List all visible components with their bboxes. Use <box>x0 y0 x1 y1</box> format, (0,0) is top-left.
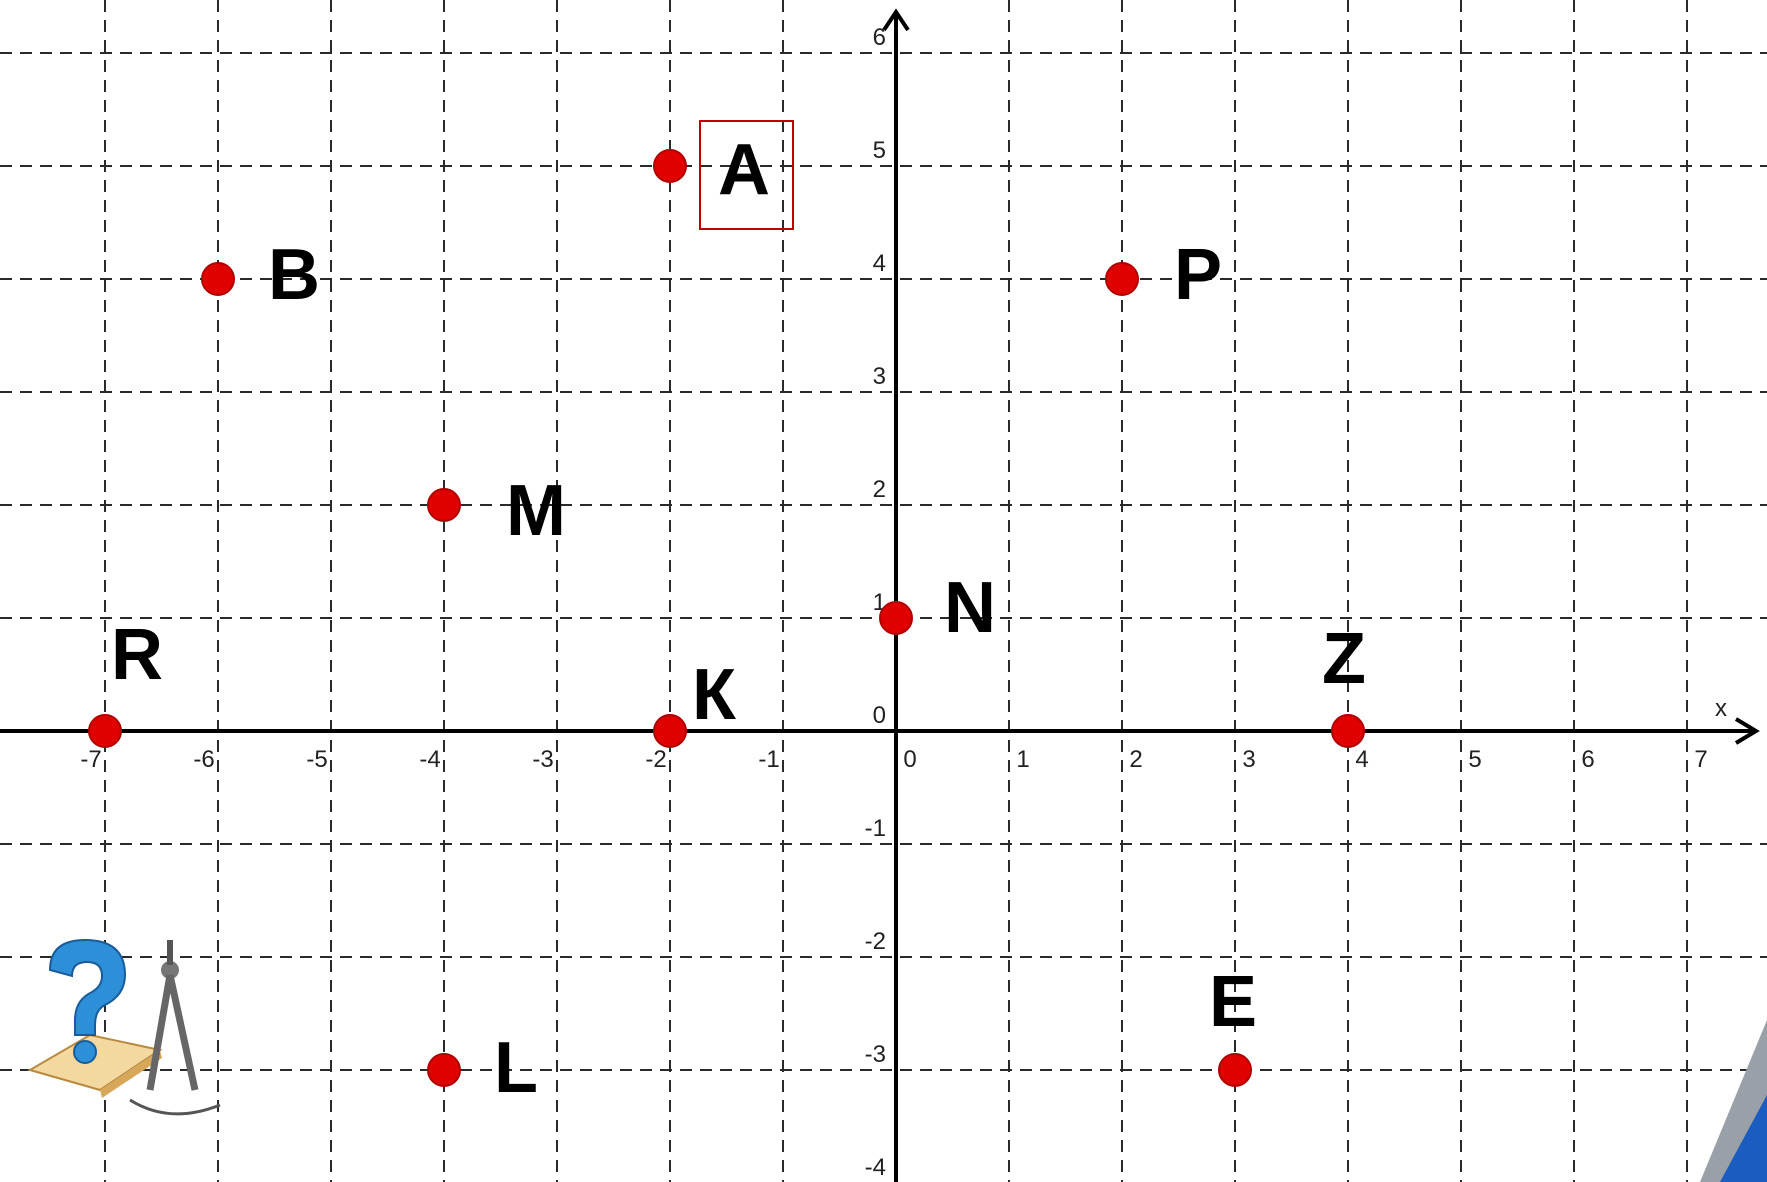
point-z <box>1331 714 1365 748</box>
selection-box <box>699 120 794 230</box>
point-label: P <box>1174 235 1222 315</box>
x-tick-label: 7 <box>1694 746 1707 773</box>
x-tick-label: 6 <box>1581 746 1594 773</box>
x-tick-label: -1 <box>758 746 779 773</box>
axes: x <box>0 8 1760 1182</box>
point-n <box>879 601 913 635</box>
point-label: A <box>718 130 770 210</box>
point-label: B <box>268 235 320 315</box>
x-axis-label: x <box>1715 695 1727 722</box>
point-label: Z <box>1322 619 1366 699</box>
x-tick-label: 2 <box>1129 746 1142 773</box>
point-p <box>1105 262 1139 296</box>
y-tick-label: -1 <box>865 815 886 842</box>
x-tick-label: 5 <box>1468 746 1481 773</box>
x-axis-arrow <box>1734 717 1760 745</box>
x-tick-label: -6 <box>193 746 214 773</box>
corner-decoration <box>1700 1020 1767 1182</box>
point-label: К <box>692 655 737 735</box>
x-tick-label: 3 <box>1242 746 1255 773</box>
y-axis-arrow <box>882 8 910 32</box>
points: A B P M N R К Z L E <box>88 120 1366 1108</box>
x-tick-label: -5 <box>306 746 327 773</box>
y-tick-label: 2 <box>873 476 886 503</box>
y-tick-label: 4 <box>873 250 886 277</box>
point-e <box>1218 1053 1252 1087</box>
point-r <box>88 714 122 748</box>
y-tick-label: -2 <box>865 928 886 955</box>
point-label: N <box>944 568 996 648</box>
question-book-compass-icon <box>27 938 221 1116</box>
x-tick-label: -2 <box>645 746 666 773</box>
point-a <box>653 149 687 183</box>
point-m <box>427 488 461 522</box>
point-l <box>427 1053 461 1087</box>
x-tick-label: -3 <box>532 746 553 773</box>
x-tick-label: -7 <box>80 746 101 773</box>
point-label: L <box>494 1028 538 1108</box>
y-tick-label: -3 <box>865 1041 886 1068</box>
x-tick-label: 1 <box>1016 746 1029 773</box>
y-tick-label: 6 <box>873 24 886 51</box>
point-label: E <box>1209 962 1257 1042</box>
x-tick-label: -4 <box>419 746 440 773</box>
point-b <box>201 262 235 296</box>
y-tick-label: 0 <box>873 702 886 729</box>
point-label: M <box>506 471 566 551</box>
point-label: R <box>111 615 163 695</box>
point-к <box>653 714 687 748</box>
x-tick-label: 4 <box>1355 746 1368 773</box>
x-tick-label: 0 <box>903 746 916 773</box>
y-tick-label: 5 <box>873 137 886 164</box>
y-tick-label: -4 <box>865 1154 886 1181</box>
y-tick-label: 3 <box>873 363 886 390</box>
